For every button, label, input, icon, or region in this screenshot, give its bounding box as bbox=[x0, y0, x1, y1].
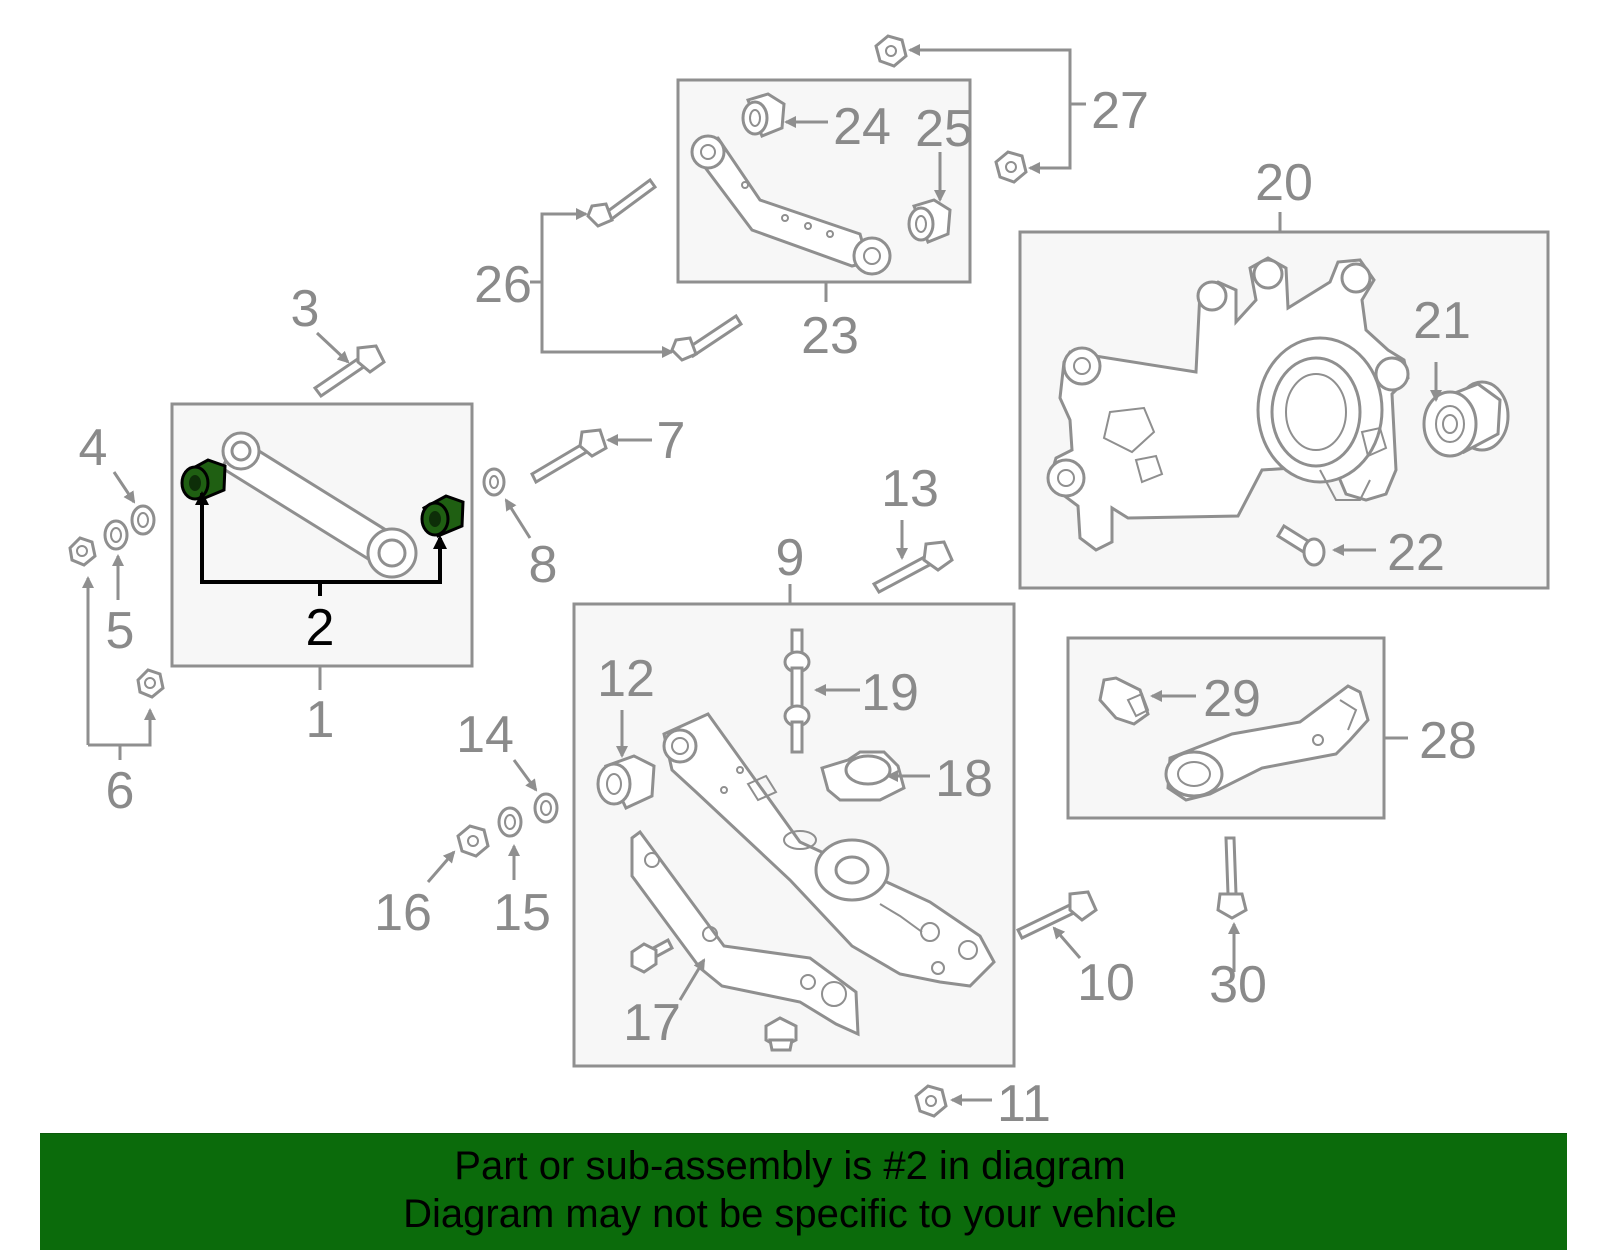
callout-10: 10 bbox=[1077, 954, 1135, 1012]
bushing-left-highlighted[interactable] bbox=[180, 458, 227, 502]
callout-29: 29 bbox=[1203, 670, 1261, 728]
bushing-24-part bbox=[741, 92, 786, 138]
bolt-3-part bbox=[312, 344, 386, 399]
callout-26: 26 bbox=[474, 256, 532, 314]
knuckle-part bbox=[1046, 256, 1410, 552]
bolt-17-part bbox=[630, 937, 674, 974]
bushing-right-highlighted[interactable] bbox=[420, 494, 465, 538]
bolt-10-part bbox=[1015, 890, 1098, 940]
callout-21: 21 bbox=[1413, 292, 1471, 350]
washer-14-part bbox=[533, 792, 559, 824]
bolt-13-part bbox=[871, 540, 954, 594]
callout-6: 6 bbox=[106, 762, 135, 820]
callout-22: 22 bbox=[1387, 524, 1445, 582]
washer-15-part bbox=[497, 806, 523, 838]
callout-25: 25 bbox=[915, 100, 973, 158]
callout-11: 11 bbox=[997, 1075, 1051, 1133]
assembly-28-box bbox=[1066, 636, 1386, 820]
nut-17-part bbox=[764, 1016, 798, 1052]
callout-1: 1 bbox=[306, 691, 335, 749]
callout-9: 9 bbox=[776, 529, 805, 587]
washer-4-part bbox=[130, 504, 156, 536]
lower-control-arm-part bbox=[662, 712, 996, 988]
callout-14: 14 bbox=[456, 706, 514, 764]
callout-18: 18 bbox=[935, 750, 993, 808]
callout-23: 23 bbox=[801, 307, 859, 365]
callout-5: 5 bbox=[106, 602, 135, 660]
brace-17-part bbox=[630, 829, 860, 1037]
callout-7: 7 bbox=[657, 412, 686, 470]
stabilizer-link-19-part bbox=[783, 628, 811, 754]
washer-5-part bbox=[103, 519, 129, 551]
assembly-9-box bbox=[572, 602, 1016, 1068]
assembly-1-box: 2 bbox=[170, 402, 474, 668]
callout-2-bracket bbox=[195, 491, 447, 596]
hub-bearing-21-part bbox=[1422, 380, 1510, 458]
callout-3: 3 bbox=[291, 280, 320, 338]
callout-17: 17 bbox=[623, 994, 681, 1052]
assembly-23-box bbox=[676, 78, 972, 284]
callout-19: 19 bbox=[861, 664, 919, 722]
callout-15: 15 bbox=[493, 884, 551, 942]
lateral-arm-part bbox=[220, 431, 418, 579]
nut-16-part bbox=[456, 824, 490, 858]
bolt-26a-part bbox=[586, 177, 658, 228]
nut-27b-part bbox=[994, 150, 1028, 184]
bolt-26b-part bbox=[670, 313, 744, 362]
callout-27: 27 bbox=[1091, 82, 1149, 140]
nut-11-part bbox=[914, 1084, 948, 1118]
bushing-25-part bbox=[907, 198, 952, 244]
callout-28: 28 bbox=[1419, 712, 1477, 770]
bolt-30-part bbox=[1216, 836, 1248, 920]
callout-2: 2 bbox=[306, 599, 335, 657]
info-banner: Part or sub-assembly is #2 in diagram Di… bbox=[40, 1133, 1567, 1250]
bolt-22-part bbox=[1275, 523, 1326, 567]
upper-control-arm-part bbox=[690, 134, 892, 276]
callout-20: 20 bbox=[1255, 154, 1313, 212]
callout-8: 8 bbox=[529, 536, 558, 594]
bushing-12-part bbox=[596, 754, 656, 810]
nut-6a-part bbox=[68, 536, 97, 567]
banner-line-1: Part or sub-assembly is #2 in diagram bbox=[454, 1144, 1126, 1188]
bolt-7-part bbox=[530, 428, 608, 485]
banner-line-2: Diagram may not be specific to your vehi… bbox=[403, 1192, 1177, 1236]
callout-4: 4 bbox=[79, 419, 108, 477]
washer-8-part bbox=[482, 467, 506, 497]
callout-24: 24 bbox=[833, 98, 891, 156]
callout-13: 13 bbox=[881, 460, 939, 518]
nut-27a-part bbox=[874, 34, 908, 68]
trailing-arm-part bbox=[1164, 684, 1370, 802]
callout-12: 12 bbox=[597, 650, 655, 708]
nut-6b-part bbox=[136, 668, 165, 699]
callout-16: 16 bbox=[374, 884, 432, 942]
bushing-29-part bbox=[1098, 676, 1150, 726]
callout-30: 30 bbox=[1209, 956, 1267, 1014]
assembly-20-box bbox=[1018, 230, 1550, 590]
